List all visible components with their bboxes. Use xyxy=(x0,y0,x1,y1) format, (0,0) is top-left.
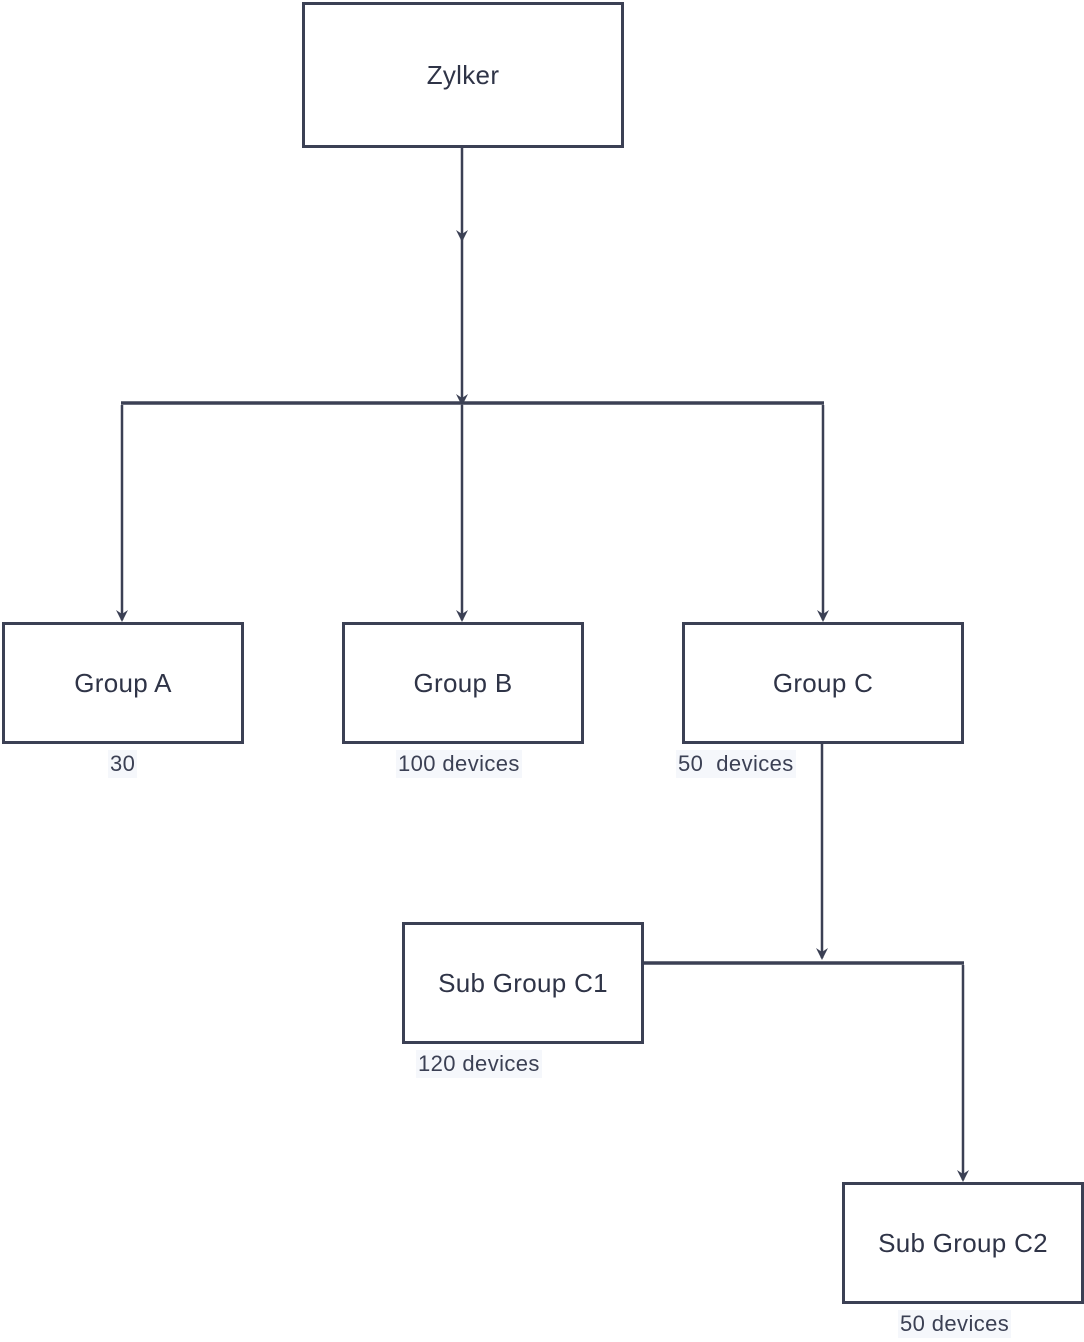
group-c-device-count: 50 devices xyxy=(676,750,796,778)
sub-group-c2-device-count: 50 devices xyxy=(898,1310,1012,1338)
node-group-b: Group B xyxy=(342,622,584,744)
node-group-a: Group A xyxy=(2,622,244,744)
node-sub-group-c1-label: Sub Group C1 xyxy=(438,967,608,998)
node-group-c: Group C xyxy=(682,622,964,744)
node-sub-group-c2: Sub Group C2 xyxy=(842,1182,1084,1304)
sub-group-c1-device-count: 120 devices xyxy=(416,1050,542,1078)
group-b-device-count: 100 devices xyxy=(396,750,522,778)
node-group-c-label: Group C xyxy=(772,667,874,698)
node-zylker-label: Zylker xyxy=(426,59,500,90)
group-a-device-count: 30 xyxy=(108,750,138,778)
node-zylker: Zylker xyxy=(302,2,624,148)
node-sub-group-c2-label: Sub Group C2 xyxy=(878,1227,1048,1258)
node-sub-group-c1: Sub Group C1 xyxy=(402,922,644,1044)
node-group-b-label: Group B xyxy=(413,667,513,698)
node-group-a-label: Group A xyxy=(74,667,172,698)
